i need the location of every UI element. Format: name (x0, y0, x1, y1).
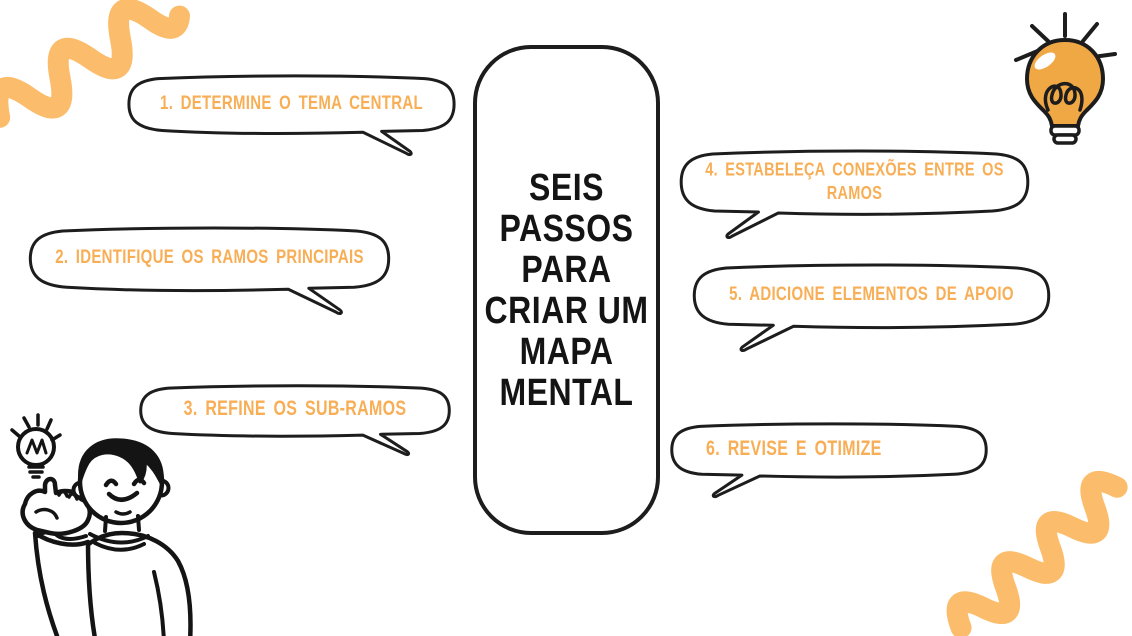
title-line: PARA (521, 247, 612, 291)
central-title-card: SEIS PASSOS PARA CRIAR UM MAPA MENTAL (473, 45, 660, 535)
step-label-3: 3. REFINE OS SUB-RAMOS (183, 398, 407, 421)
title-line: MAPA (519, 329, 614, 373)
title-line: PASSOS (499, 206, 634, 250)
step-label-6: 6. REVISE E OTIMIZE (706, 438, 882, 461)
step-label-2: 2. IDENTIFIQUE OS RAMOS PRINCIPAIS (55, 246, 364, 269)
title-line: MENTAL (499, 370, 634, 414)
lightbulb-icon (1014, 12, 1117, 145)
speech-bubble-shape (26, 227, 393, 314)
speech-bubble-shape (125, 75, 458, 155)
speech-bubble-shape (668, 423, 990, 497)
step-label-5: 5. ADICIONE ELEMENTOS DE APOIO (729, 283, 1014, 306)
step-bubble-4: 4. ESTABELEÇA CONEXÕES ENTRE OS RAMOS (677, 150, 1032, 238)
step-bubble-1: 1. DETERMINE O TEMA CENTRAL (125, 75, 458, 155)
step-bubble-5: 5. ADICIONE ELEMENTOS DE APOIO (690, 264, 1053, 351)
step-bubble-3: 3. REFINE OS SUB-RAMOS (137, 385, 453, 455)
step-bubble-6: 6. REVISE E OTIMIZE (668, 423, 990, 497)
speech-bubble-shape (137, 385, 453, 455)
title-line: CRIAR UM (484, 288, 649, 332)
step-label-1: 1. DETERMINE O TEMA CENTRAL (160, 91, 423, 114)
idea-bulb-icon (10, 413, 62, 479)
speech-bubble-shape (690, 264, 1053, 351)
step-label-4: 4. ESTABELEÇA CONEXÕES ENTRE OS RAMOS (705, 159, 1004, 205)
step-bubble-2: 2. IDENTIFIQUE OS RAMOS PRINCIPAIS (26, 227, 393, 314)
title-line: SEIS (529, 165, 604, 209)
speech-bubble-shape (677, 150, 1032, 238)
